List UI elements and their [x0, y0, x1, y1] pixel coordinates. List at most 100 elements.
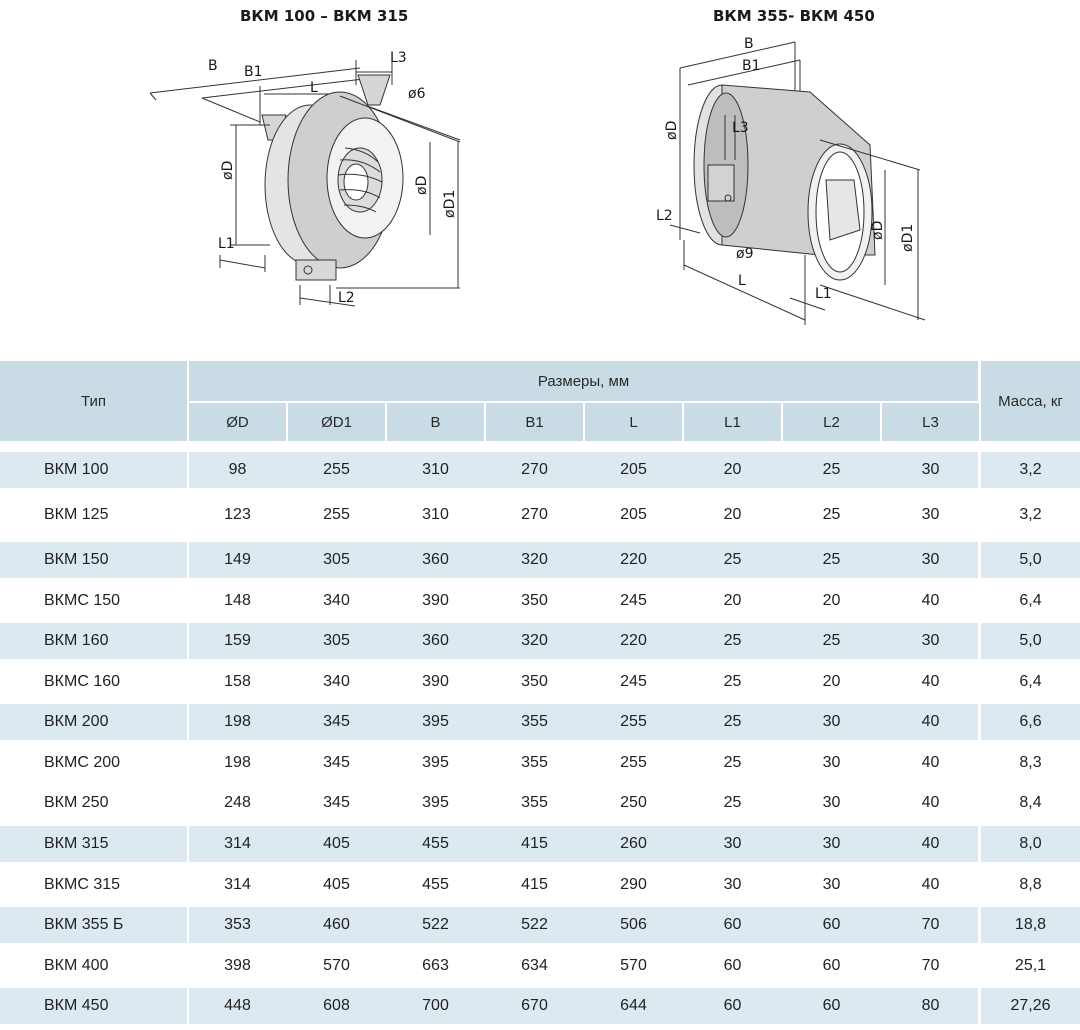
column-header-5: L: [585, 403, 682, 441]
cell-value: 123: [224, 506, 251, 523]
cell-value: 644: [620, 997, 647, 1014]
cell-value: 40: [921, 754, 940, 771]
cell-value: 25: [822, 506, 841, 523]
cell-value: 570: [323, 957, 350, 974]
cell-value: 260: [620, 835, 647, 852]
dim-d-front-label: øD: [414, 176, 430, 195]
cell-value: 255: [323, 506, 350, 523]
fan-drawing-small: B B1 L L3 ø6 øD øD øD1 L1 L2: [149, 50, 461, 307]
cell-mass: 8,8: [1019, 876, 1042, 893]
cell-mass: 6,6: [1019, 713, 1042, 730]
column-header-3: B: [387, 403, 484, 441]
cell-value: 305: [323, 632, 350, 649]
cell-value: 20: [723, 592, 742, 609]
dim-l-label: L: [738, 273, 746, 289]
cell-value: 60: [723, 997, 742, 1014]
cell-value: 270: [521, 461, 548, 478]
cell-value: 395: [422, 794, 449, 811]
cell-value: 198: [224, 754, 251, 771]
column-header-2: ØD1: [288, 403, 385, 441]
cell-value: 40: [921, 876, 940, 893]
cell-mass: 3,2: [1019, 461, 1042, 478]
cell-value: 355: [521, 713, 548, 730]
cell-value: 248: [224, 794, 251, 811]
cell-value: 310: [422, 461, 449, 478]
column-header-8: L3: [882, 403, 979, 441]
cell-value: 360: [422, 632, 449, 649]
cell-mass: 8,0: [1019, 835, 1042, 852]
cell-value: 30: [921, 461, 940, 478]
dim-d-right-label: øD: [870, 221, 886, 240]
cell-value: 25: [723, 632, 742, 649]
cell-type: ВКМ 125: [44, 506, 109, 523]
cell-value: 25: [723, 713, 742, 730]
cell-value: 390: [422, 673, 449, 690]
cell-value: 30: [822, 876, 841, 893]
cell-value: 25: [822, 632, 841, 649]
cell-mass: 6,4: [1019, 592, 1042, 609]
cell-type: ВКМ 315: [44, 835, 109, 852]
cell-value: 30: [723, 876, 742, 893]
cell-mass: 8,3: [1019, 754, 1042, 771]
cell-value: 455: [422, 835, 449, 852]
cell-value: 30: [822, 713, 841, 730]
cell-value: 20: [822, 673, 841, 690]
cell-value: 25: [723, 551, 742, 568]
cell-value: 220: [620, 632, 647, 649]
cell-value: 415: [521, 876, 548, 893]
cell-value: 345: [323, 794, 350, 811]
cell-value: 360: [422, 551, 449, 568]
cell-value: 250: [620, 794, 647, 811]
column-header-6: L1: [684, 403, 781, 441]
column-header-1: ØD: [189, 403, 286, 441]
dim-phi6-label: ø6: [408, 86, 426, 102]
cell-type: ВКМ 250: [44, 794, 109, 811]
cell-value: 159: [224, 632, 251, 649]
cell-value: 70: [921, 916, 940, 933]
cell-value: 255: [620, 754, 647, 771]
cell-value: 340: [323, 673, 350, 690]
cell-value: 40: [921, 673, 940, 690]
column-header-7: L2: [783, 403, 880, 441]
cell-value: 608: [323, 997, 350, 1014]
cell-value: 390: [422, 592, 449, 609]
dim-l1-label: L1: [815, 286, 832, 302]
cell-value: 220: [620, 551, 647, 568]
cell-value: 60: [723, 957, 742, 974]
cell-value: 60: [822, 916, 841, 933]
cell-mass: 27,26: [1010, 997, 1051, 1014]
cell-value: 670: [521, 997, 548, 1014]
cell-value: 20: [723, 506, 742, 523]
dim-l2-label: L2: [656, 208, 673, 224]
header-type: Тип: [0, 361, 187, 441]
cell-value: 305: [323, 551, 350, 568]
cell-value: 522: [521, 916, 548, 933]
cell-value: 405: [323, 835, 350, 852]
cell-type: ВКМ 200: [44, 713, 109, 730]
cell-value: 40: [921, 835, 940, 852]
cell-value: 350: [521, 592, 548, 609]
dim-d1-label: øD1: [900, 224, 916, 252]
cell-value: 570: [620, 957, 647, 974]
cell-value: 40: [921, 794, 940, 811]
cell-type: ВКМС 150: [44, 592, 121, 609]
cell-value: 30: [822, 794, 841, 811]
cell-value: 30: [822, 754, 841, 771]
cell-value: 350: [521, 673, 548, 690]
header-dimensions: Размеры, мм: [189, 361, 978, 401]
dim-b1-label: B1: [742, 58, 761, 74]
cell-value: 320: [521, 632, 548, 649]
dim-l3-label: L3: [732, 120, 749, 136]
cell-value: 25: [723, 673, 742, 690]
cell-type: ВКМС 315: [44, 876, 121, 893]
cell-type: ВКМ 450: [44, 997, 109, 1014]
cell-value: 415: [521, 835, 548, 852]
cell-value: 25: [723, 794, 742, 811]
dim-d-label: øD: [664, 121, 680, 140]
